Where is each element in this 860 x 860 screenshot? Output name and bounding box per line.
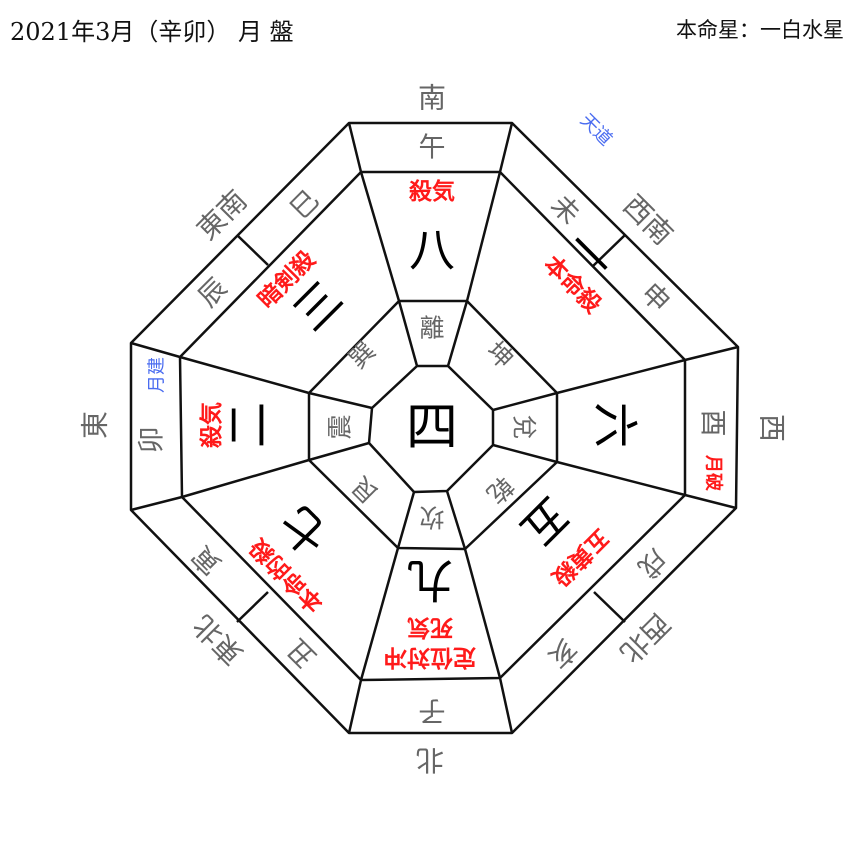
label-shiki: 死気 bbox=[407, 614, 453, 641]
zodiac-uma: 午 bbox=[419, 133, 446, 164]
label-teii-taichu: 定位対冲 bbox=[384, 644, 476, 671]
spokes bbox=[130, 122, 739, 734]
star-west: 六 bbox=[588, 402, 642, 448]
zodiac-mi: 巳 bbox=[284, 184, 325, 225]
star-south: 八 bbox=[409, 223, 455, 277]
zodiac-ne: 子 bbox=[419, 695, 446, 726]
direction-southwest: 西南 bbox=[617, 189, 680, 252]
center-star: 四 bbox=[406, 398, 458, 458]
direction-west: 西 bbox=[756, 414, 789, 442]
zodiac-tori: 酉 bbox=[697, 410, 728, 437]
trigram-xun: 巽 bbox=[343, 336, 381, 374]
direction-southeast: 東南 bbox=[191, 184, 254, 247]
trigram-kan: 坎 bbox=[419, 503, 444, 532]
label-sakki-east: 殺気 bbox=[198, 402, 225, 448]
star-north: 九 bbox=[407, 553, 453, 607]
star-east: 二 bbox=[221, 402, 275, 448]
chart-title: 2021年3月（辛卯） 月 盤 bbox=[10, 18, 294, 46]
trigram-dui: 兌 bbox=[510, 414, 539, 439]
label-tendo: 天道 bbox=[576, 110, 616, 150]
direction-south: 南 bbox=[418, 82, 446, 115]
direction-northwest: 西北 bbox=[614, 607, 677, 670]
zodiac-u: 卯 bbox=[137, 427, 168, 454]
zodiac-saru: 申 bbox=[634, 277, 675, 318]
direction-north: 北 bbox=[416, 744, 444, 777]
direction-east: 東 bbox=[79, 411, 112, 439]
label-sakki-south: 殺気 bbox=[409, 178, 455, 205]
zodiac-ushi: 丑 bbox=[281, 632, 322, 673]
trigram-kun: 坤 bbox=[481, 336, 519, 374]
trigram-zhen: 震 bbox=[326, 414, 355, 439]
grid-lines bbox=[129, 121, 740, 735]
honmei-star: 本命星：一白水星 bbox=[676, 18, 844, 42]
label-getsuken: 月建 bbox=[147, 357, 168, 393]
trigram-li: 離 bbox=[419, 314, 444, 343]
label-geppa: 月破 bbox=[703, 454, 725, 491]
outer-octagon bbox=[129, 121, 740, 735]
